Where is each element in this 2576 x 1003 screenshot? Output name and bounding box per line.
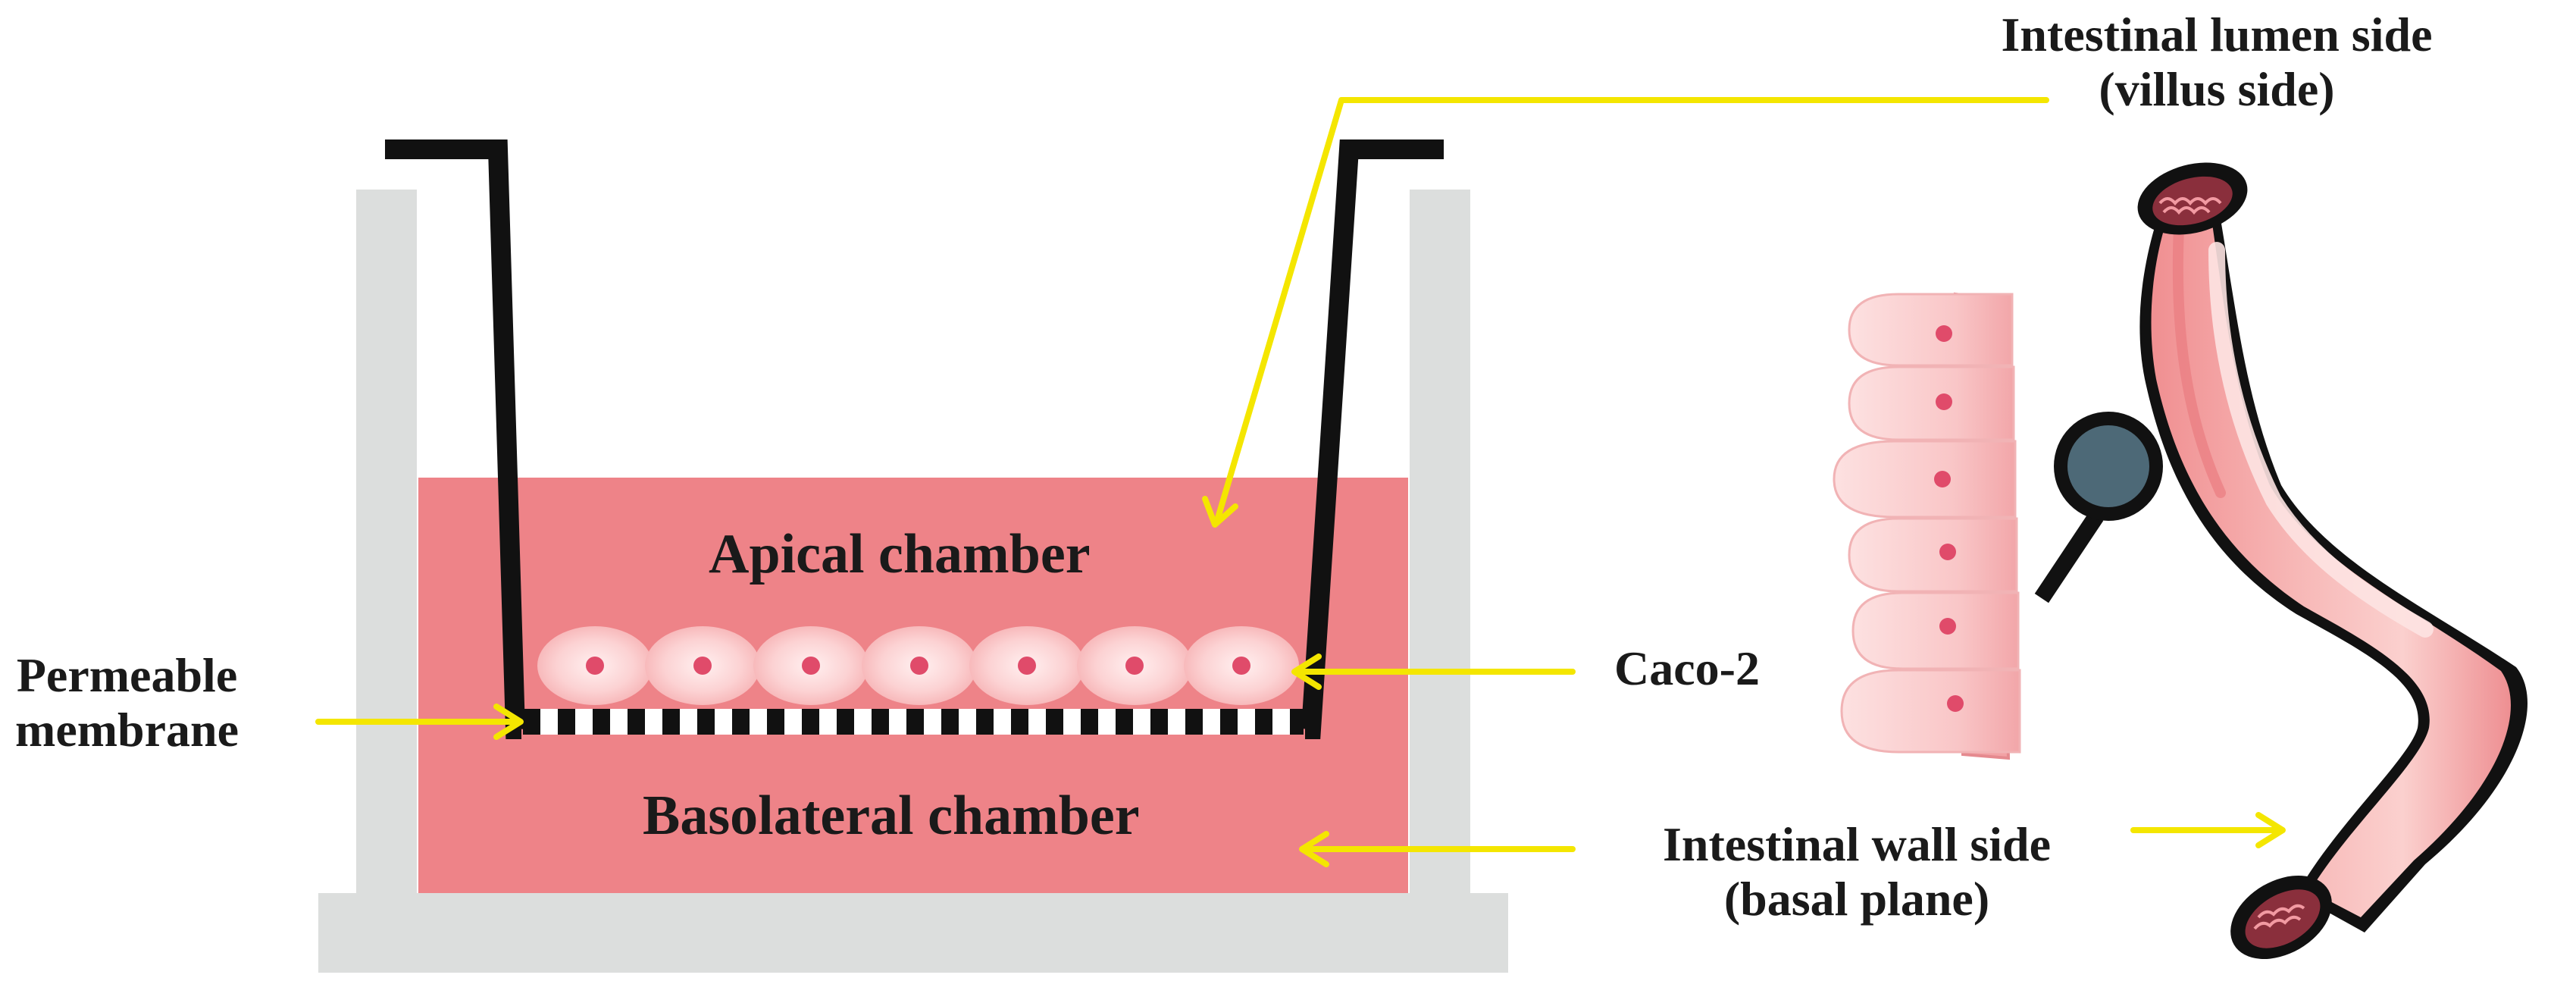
insert-left-side [385,139,525,739]
epithelial-cell [1848,293,2014,367]
well-base [318,893,1508,973]
apical-chamber-label: Apical chamber [709,523,1091,585]
caco2-monolayer [537,626,1299,705]
intestine-highlight [2208,242,2434,638]
arrow-wall-side [2130,812,2286,848]
intestinal-wall-label: Intestinal wall side (basal plane) [1622,817,2092,926]
caco2-cell [969,626,1085,705]
caco2-cell [645,626,760,705]
epithelial-cell [1840,669,2021,754]
arrow-caco2 [1291,654,1576,690]
caco2-cell [1184,626,1299,705]
permeable-membrane-label-line1: Permeable [16,648,238,702]
well-left-wall [356,190,417,898]
caco2-cell [1077,626,1192,705]
transwell-insert [385,139,1444,739]
caco2-cell [862,626,977,705]
intestine-tube-icon [2137,162,2527,959]
arrow-basolateral [1299,831,1576,867]
epithelial-cell [1851,591,2020,670]
epithelial-cell [1848,517,2018,593]
permeable-membrane-label: Permeable membrane [15,648,239,757]
intestinal-lumen-label-line2: (villus side) [2099,61,2335,116]
arrow-lumen-side [1202,97,2049,528]
annotation-arrows [315,97,2286,867]
well-right-wall [1410,190,1470,898]
caco2-cell [537,626,653,705]
insert-right-side [1301,139,1444,739]
epithelial-cell [1848,365,2015,441]
magnifier-icon [2034,412,2163,603]
intestinal-wall-label-line2: (basal plane) [1723,871,1990,926]
permeable-membrane [523,709,1304,735]
intestine-bottom-opening [2230,876,2332,959]
permeable-membrane-label-line2: membrane [15,702,239,757]
arrow-permeable-membrane [315,704,524,740]
caco2-label: Caco-2 [1614,641,1760,695]
intestinal-lumen-label: Intestinal lumen side (villus side) [1959,8,2474,116]
caco2-cell [753,626,869,705]
intestinal-lumen-label-line1: Intestinal lumen side [2001,8,2433,61]
intestine-shadow [2172,222,2226,498]
basolateral-chamber-label: Basolateral chamber [643,785,1140,847]
intestine-top-opening [2137,162,2248,235]
epithelial-cell [1833,440,2017,519]
villus-epithelium [1833,292,2021,760]
intestinal-wall-label-line1: Intestinal wall side [1662,817,2052,871]
